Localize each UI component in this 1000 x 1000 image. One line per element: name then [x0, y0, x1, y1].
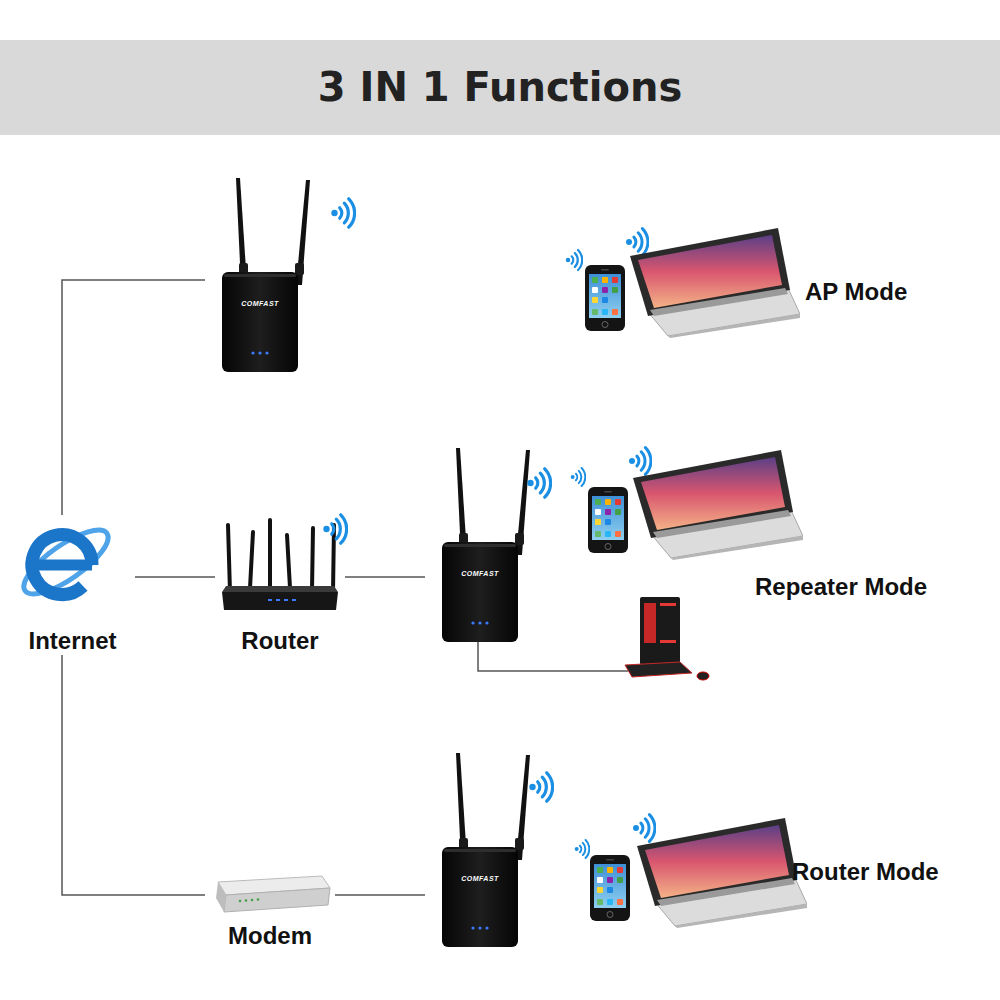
title-band [0, 40, 1000, 135]
device-node: Internet [10, 515, 135, 655]
antenna [228, 525, 230, 592]
connector-line [335, 894, 425, 896]
extender-illustration [442, 448, 530, 642]
antenna [250, 532, 253, 588]
extender-node: COMFAST [205, 175, 315, 375]
extender-node: COMFAST [425, 750, 535, 950]
connector-line [345, 576, 425, 578]
extender-node: COMFAST [425, 445, 535, 645]
phone-illustration [588, 487, 628, 553]
router-front [222, 592, 338, 610]
node-label: Router [195, 627, 365, 655]
phone-illustration [590, 855, 630, 921]
connector-line [62, 280, 205, 515]
mode-label: Router Mode [792, 857, 939, 887]
pc-tower [640, 597, 680, 665]
led [292, 599, 296, 601]
mouse [697, 672, 709, 680]
mode-label: Repeater Mode [755, 572, 927, 602]
modem-illustration [216, 876, 330, 912]
pc-panel [644, 603, 656, 643]
logo-ring [32, 535, 92, 595]
keyboard [625, 662, 692, 677]
pc-stripe [660, 603, 676, 606]
logo-bar [36, 560, 92, 571]
phone-illustration [585, 265, 625, 331]
connector-line [135, 576, 215, 578]
diagram-title: 3 IN 1 Functions [0, 40, 1000, 135]
pc-stripe [660, 640, 676, 643]
wifi-symbol [629, 448, 651, 475]
router-top [222, 586, 338, 592]
laptop-illustration [633, 450, 803, 560]
extender-illustration [222, 178, 310, 372]
brand-text: COMFAST [442, 569, 518, 578]
antenna [312, 528, 313, 590]
modem-side [216, 882, 226, 912]
extender-illustration [442, 753, 530, 947]
wifi-symbol [626, 229, 648, 256]
connector-line [62, 655, 205, 895]
ethernet-wire [478, 642, 628, 671]
node-label: Modem [185, 922, 355, 950]
laptop-illustration [637, 818, 807, 928]
led [276, 599, 280, 601]
wifi-symbol [575, 840, 590, 858]
device-node: Router [215, 515, 345, 655]
led [257, 898, 260, 901]
led [245, 899, 248, 902]
brand-text: COMFAST [442, 874, 518, 883]
orbit-ring [15, 519, 116, 604]
led [239, 900, 242, 903]
mode-label: AP Mode [805, 277, 907, 307]
led [268, 599, 272, 601]
wifi-symbol [323, 515, 346, 543]
laptop-illustration [630, 228, 800, 338]
modem-front [224, 888, 330, 912]
wifi-symbol [571, 468, 586, 486]
wifi-symbol [566, 250, 582, 270]
wifi-symbol [633, 815, 655, 842]
wifi-symbol [331, 199, 354, 227]
internet-icon [15, 519, 116, 604]
antenna [333, 525, 334, 592]
led [251, 899, 254, 902]
device-node: Modem [205, 860, 335, 950]
router-illustration [222, 520, 338, 610]
led [284, 599, 288, 601]
antenna [268, 520, 272, 590]
antenna [287, 535, 290, 588]
wifi-symbol [527, 469, 550, 497]
pc-illustration [625, 597, 709, 680]
node-label: Internet [0, 627, 155, 655]
brand-text: COMFAST [222, 299, 298, 308]
wifi-symbol [529, 773, 552, 801]
